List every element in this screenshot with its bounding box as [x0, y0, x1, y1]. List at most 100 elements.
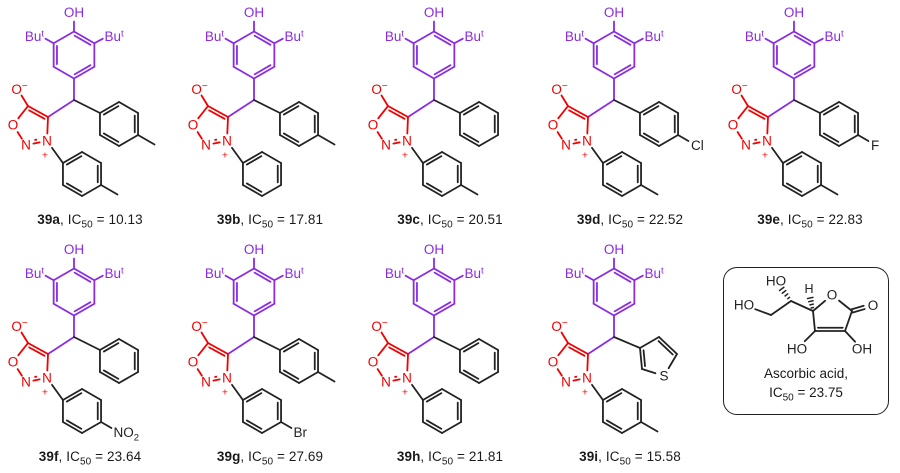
compound-name: 39a [37, 212, 61, 228]
bond [441, 421, 462, 434]
bond [81, 388, 102, 401]
bond [245, 182, 263, 193]
bond [822, 132, 840, 143]
atom-label: But [565, 29, 585, 45]
bond [73, 302, 96, 317]
bond [242, 421, 263, 434]
bond [772, 30, 795, 45]
bond [808, 300, 814, 303]
bond [118, 101, 139, 114]
bond [766, 116, 769, 135]
atom-label: N [561, 138, 571, 153]
bond [17, 105, 29, 120]
compound-39a-label: 39a, IC50 = 10.13 [37, 212, 143, 231]
bond [770, 300, 792, 316]
atom-label: N [582, 371, 592, 386]
bond [118, 338, 139, 351]
compound-39b-label: 39b, IC50 = 17.81 [216, 212, 324, 231]
bond [568, 109, 586, 120]
bond [253, 336, 281, 351]
compound-39c-label: 39c, IC50 = 20.51 [397, 212, 503, 231]
bond [433, 64, 452, 76]
bond [462, 105, 480, 116]
atom-label: + [42, 150, 48, 162]
bond [433, 336, 461, 351]
bond [425, 392, 443, 403]
bond [99, 101, 120, 114]
bond [279, 338, 300, 351]
bond [613, 267, 636, 282]
bond [406, 116, 409, 135]
bond [478, 371, 499, 384]
bond [245, 392, 263, 403]
bond [850, 304, 865, 311]
bond [812, 299, 827, 312]
bond [207, 105, 229, 118]
bond [433, 267, 456, 282]
bond [99, 134, 120, 147]
bond [27, 105, 49, 118]
bond [642, 349, 646, 367]
bond [633, 274, 644, 282]
bond [592, 30, 615, 45]
bond [44, 274, 55, 282]
atom-label: O [548, 118, 559, 133]
atom-label: O [368, 355, 379, 370]
bond [764, 37, 775, 45]
bond [433, 65, 456, 80]
bond [642, 132, 660, 143]
bond [605, 182, 623, 193]
atom-label: But [25, 29, 45, 45]
bond [433, 302, 456, 317]
atom-label: N [561, 375, 571, 390]
bond [28, 346, 46, 357]
bond [587, 99, 615, 118]
atom-label: O [368, 118, 379, 133]
atom-label: + [42, 387, 48, 399]
bond [227, 336, 255, 355]
bond [621, 421, 642, 434]
atom-label: But [205, 29, 225, 45]
bond [392, 378, 401, 382]
bond [613, 65, 636, 80]
bond [200, 94, 209, 107]
bond [809, 303, 814, 306]
bond [602, 421, 623, 434]
bond [62, 388, 83, 401]
bond [613, 64, 632, 76]
bond [568, 346, 586, 357]
bond [736, 131, 743, 140]
bond [280, 421, 293, 429]
atom-label: O− [191, 81, 208, 97]
atom-label: But [25, 266, 45, 282]
bond [376, 368, 383, 377]
bond [298, 338, 319, 351]
bond [433, 301, 452, 313]
bond [411, 383, 424, 401]
bond [433, 271, 452, 283]
bond [667, 353, 678, 370]
bond [778, 286, 785, 292]
bond [242, 388, 263, 401]
atom-label: + [402, 150, 408, 162]
bond [62, 421, 83, 434]
bond [677, 134, 690, 142]
bond [613, 30, 636, 45]
bond [93, 274, 104, 282]
atom-label: But [205, 266, 225, 282]
atom-label: But [645, 29, 665, 45]
bond [586, 116, 589, 135]
bond [592, 302, 615, 317]
bond [224, 274, 235, 282]
compound-39i-label: 39i, IC50 = 15.58 [579, 449, 681, 468]
bond [207, 342, 229, 355]
atom-label: OH [424, 242, 444, 257]
bond [200, 331, 209, 344]
compound-name: 39e [757, 212, 781, 228]
bond [377, 105, 389, 120]
